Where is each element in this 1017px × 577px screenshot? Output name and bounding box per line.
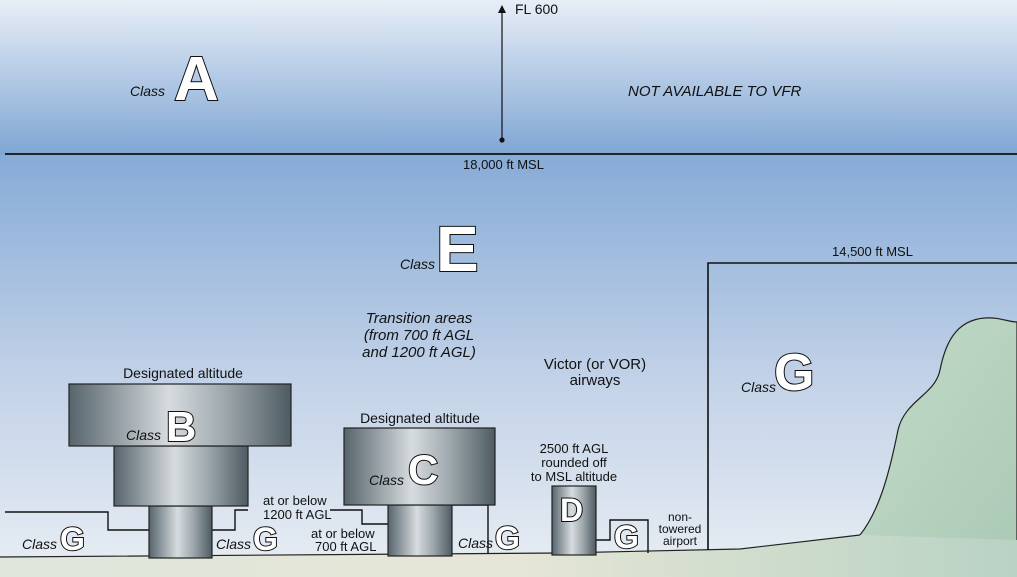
class-d-line-3: to MSL altitude [531,469,617,484]
class-a-letter: A [174,45,219,114]
victor-line-1: Victor (or VOR) [544,356,646,373]
class-g-3-word: Class [458,535,493,551]
msl-18000-label: 18,000 ft MSL [463,157,544,172]
class-g-3-letter: G [495,520,520,556]
class-g-boundary-d-right [596,519,649,553]
fl-arrow-head-icon [498,5,506,13]
b-low-line-1: at or below [263,493,327,508]
class-g-4-letter: G [614,519,639,555]
class-g-right-letter: G [774,344,814,402]
class-c-top [343,427,496,506]
class-g-1-word: Class [22,536,57,552]
class-e-word: Class [400,256,435,272]
nontowered-line-3: airport [663,534,698,548]
class-a-word: Class [130,83,165,99]
fl-600-label: FL 600 [515,1,558,17]
class-d-letter: D [560,492,583,528]
class-b-mid [113,445,249,507]
class-d-cylinder [551,485,597,556]
transition-line-3: and 1200 ft AGL) [362,344,476,361]
transition-line-2: (from 700 ft AGL [364,327,474,344]
class-g-boundary-b-right [212,509,248,531]
mountain [839,317,1017,577]
class-g-right-boundary [707,262,1017,550]
class-g-boundary-left [5,511,150,531]
class-g-right-word: Class [741,379,776,395]
class-c-letter: C [408,446,438,493]
nontowered-line-2: towered [659,522,702,536]
victor-line-2: airways [570,372,621,389]
class-g-2-word: Class [216,536,251,552]
class-c-core [387,504,453,557]
msl-14500-label: 14,500 ft MSL [832,244,913,259]
class-b-letter: B [166,403,196,450]
class-g-boundary-c-left [330,509,388,525]
class-c-word: Class [369,472,404,488]
class-g-1-letter: G [60,521,85,557]
class-g-2-letter: G [253,521,278,557]
class-b-core [148,505,213,559]
class-a-sky [0,0,1017,154]
transition-line-1: Transition areas [366,310,473,327]
c-low-line-1: at or below [311,526,375,541]
class-d-line-1: 2500 ft AGL [540,441,609,456]
nontowered-line-1: non- [668,510,692,524]
not-available-vfr: NOT AVAILABLE TO VFR [628,83,802,100]
b-low-line-2: 1200 ft AGL [263,507,332,522]
class-d-line-2: rounded off [541,455,607,470]
class-b-top [68,383,292,447]
class-e-letter: E [436,213,479,285]
ground [0,535,1017,577]
fl-arrow-dot [499,137,505,143]
class-b-word: Class [126,427,161,443]
c-low-line-2: 700 ft AGL [315,539,376,554]
class-b-designated: Designated altitude [123,365,243,381]
class-c-designated: Designated altitude [360,410,480,426]
